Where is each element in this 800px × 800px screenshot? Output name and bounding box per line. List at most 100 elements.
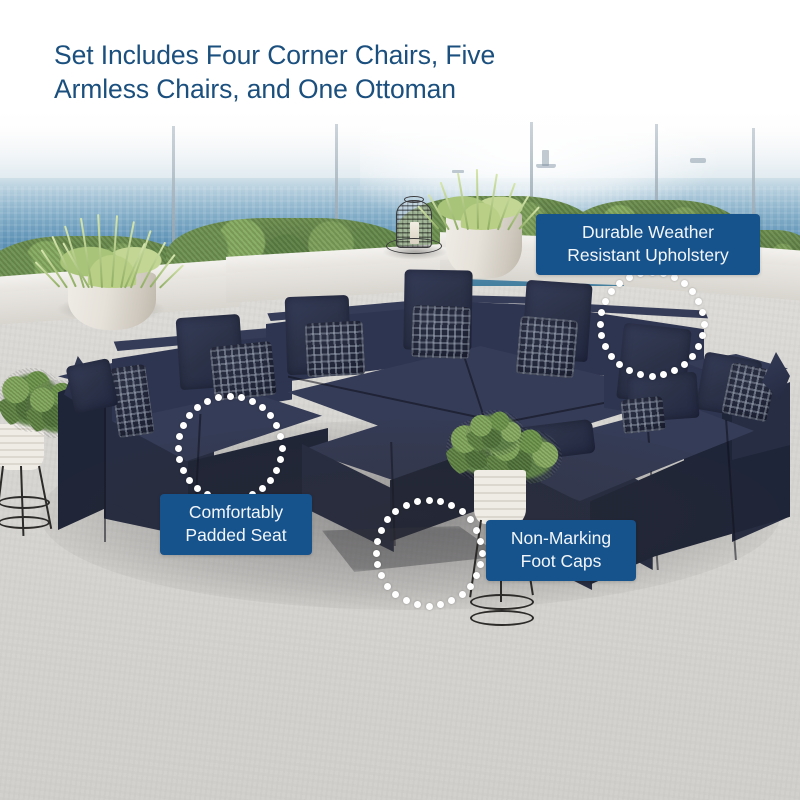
lantern-candle xyxy=(410,222,419,244)
plant-stand-ring xyxy=(470,594,534,610)
distant-boat xyxy=(536,164,556,168)
highlight-dot xyxy=(174,444,182,452)
topiary-shrub-center xyxy=(466,410,524,456)
highlight-dot xyxy=(194,403,202,411)
railing-post xyxy=(335,124,338,234)
highlight-dot xyxy=(277,456,285,464)
highlight-dot xyxy=(413,601,421,609)
highlight-dot xyxy=(258,485,266,493)
highlight-dot xyxy=(175,456,183,464)
seam xyxy=(104,374,106,542)
badge-non-marking-foot-caps[interactable]: Non-Marking Foot Caps xyxy=(486,520,636,581)
ornamental-grass xyxy=(417,169,540,231)
highlight-dot xyxy=(437,601,445,609)
highlight-dot xyxy=(648,372,656,380)
highlight-dot xyxy=(680,279,688,287)
highlight-dot xyxy=(700,320,708,328)
highlight-dot xyxy=(377,526,385,534)
highlight-dot xyxy=(373,537,381,545)
railing-post xyxy=(655,124,658,224)
ornamental-grass xyxy=(34,213,184,289)
highlight-dot xyxy=(267,476,275,484)
highlight-dot xyxy=(392,590,400,598)
plant-stand-ring xyxy=(0,496,50,509)
highlight-dot xyxy=(413,497,421,505)
planter-topiary-center xyxy=(474,470,526,524)
highlight-dot xyxy=(695,343,703,351)
highlight-dot xyxy=(384,582,392,590)
highlight-dot xyxy=(466,516,474,524)
highlight-dot xyxy=(448,597,456,605)
highlight-dot xyxy=(185,412,193,420)
highlight-dot xyxy=(660,371,668,379)
upholstery-highlight-circle xyxy=(596,268,708,380)
highlight-dot xyxy=(596,320,604,328)
highlight-dot xyxy=(601,297,609,305)
highlight-dot xyxy=(249,397,257,405)
highlight-dot xyxy=(680,361,688,369)
highlight-dot xyxy=(616,361,624,369)
highlight-dot xyxy=(607,288,615,296)
highlight-dot xyxy=(384,516,392,524)
badge-comfortably-padded-seat[interactable]: Comfortably Padded Seat xyxy=(160,494,312,555)
distant-boat xyxy=(690,158,706,163)
distant-boat xyxy=(452,170,464,173)
accent-pillow-plaid xyxy=(304,320,366,378)
accent-pillow-plaid xyxy=(411,305,471,359)
highlight-dot xyxy=(372,549,380,557)
highlight-dot xyxy=(373,561,381,569)
grass-blades xyxy=(417,169,540,233)
highlight-dot xyxy=(601,343,609,351)
highlight-dot xyxy=(273,467,281,475)
highlight-dot xyxy=(226,392,234,400)
seat-highlight-circle xyxy=(174,392,286,504)
plant-stand-ring xyxy=(470,610,534,626)
foot-cap-highlight-circle xyxy=(372,496,486,610)
badge-durable-weather-resistant-upholstery[interactable]: Durable Weather Resistant Upholstery xyxy=(536,214,760,275)
highlight-dot xyxy=(425,602,433,610)
lantern-top-ring xyxy=(404,196,424,203)
highlight-dot xyxy=(194,485,202,493)
highlight-dot xyxy=(695,297,703,305)
highlight-dot xyxy=(392,508,400,516)
highlight-dot xyxy=(473,526,481,534)
highlight-dot xyxy=(278,444,286,452)
highlight-dot xyxy=(478,549,486,557)
highlight-dot xyxy=(267,412,275,420)
highlight-dot xyxy=(699,308,707,316)
distant-boat xyxy=(542,150,549,166)
accent-pillow-plaid xyxy=(620,395,666,435)
highlight-dot xyxy=(214,393,222,401)
highlight-dot xyxy=(179,467,187,475)
highlight-dot xyxy=(273,421,281,429)
highlight-dot xyxy=(458,590,466,598)
highlight-dot xyxy=(277,432,285,440)
page-title: Set Includes Four Corner Chairs, Five Ar… xyxy=(54,40,496,104)
highlight-dot xyxy=(616,279,624,287)
highlight-dot xyxy=(597,308,605,316)
highlight-dot xyxy=(448,501,456,509)
accent-pillow-plaid xyxy=(209,340,277,402)
sofa-back-center-top xyxy=(415,294,568,305)
highlight-dot xyxy=(477,537,485,545)
accent-pillow-plaid xyxy=(515,315,579,379)
highlight-dot xyxy=(258,403,266,411)
highlight-dot xyxy=(671,367,679,375)
highlight-dot xyxy=(425,496,433,504)
highlight-dot xyxy=(402,501,410,509)
highlight-dot xyxy=(458,508,466,516)
highlight-dot xyxy=(377,572,385,580)
railing-post xyxy=(172,126,175,242)
highlight-dot xyxy=(473,572,481,580)
highlight-dot xyxy=(437,497,445,505)
highlight-dot xyxy=(636,371,644,379)
highlight-dot xyxy=(175,432,183,440)
railing-post xyxy=(752,128,755,236)
highlight-dot xyxy=(689,352,697,360)
highlight-dot xyxy=(179,421,187,429)
highlight-dot xyxy=(477,561,485,569)
highlight-dot xyxy=(699,332,707,340)
highlight-dot xyxy=(466,582,474,590)
railing-post xyxy=(530,122,533,226)
highlight-dot xyxy=(238,393,246,401)
